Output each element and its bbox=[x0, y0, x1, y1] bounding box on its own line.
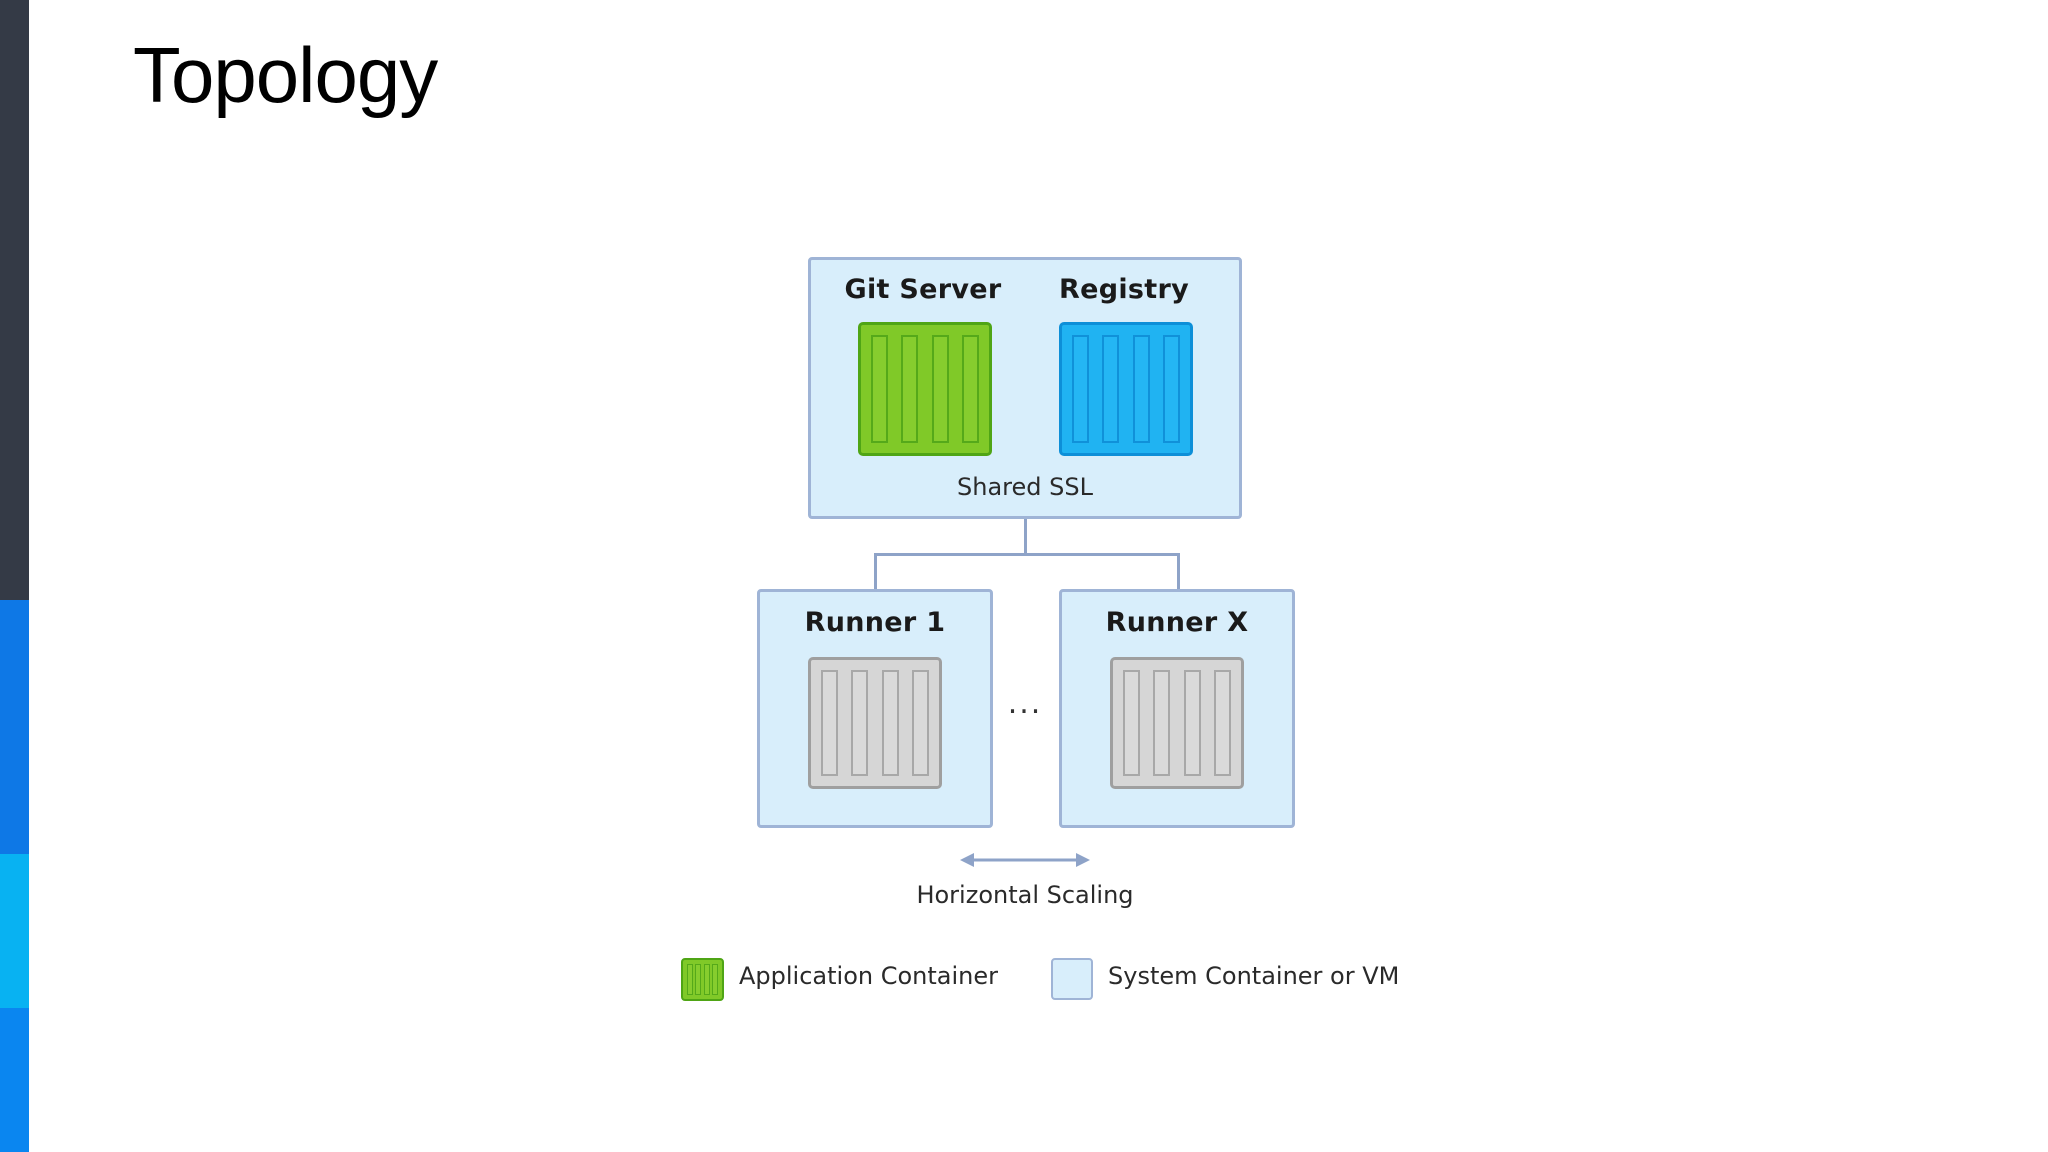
connector-crossbar bbox=[874, 553, 1180, 556]
registry-container-icon bbox=[1059, 322, 1193, 456]
container-slat bbox=[703, 964, 710, 995]
connector-runner-1 bbox=[874, 553, 877, 590]
container-slat bbox=[1183, 670, 1201, 776]
container-slat bbox=[871, 335, 888, 443]
system-container-icon bbox=[1051, 958, 1093, 1000]
container-slat bbox=[961, 335, 979, 443]
container-slat bbox=[695, 964, 702, 995]
side-accent-bar-dark bbox=[0, 0, 29, 600]
container-slat bbox=[1213, 670, 1231, 776]
container-slat bbox=[881, 670, 899, 776]
container-slat bbox=[1153, 670, 1171, 776]
side-accent-bar-blue-bottom bbox=[0, 1008, 29, 1152]
container-slat bbox=[711, 964, 718, 995]
runner-ellipsis: ... bbox=[1007, 686, 1043, 721]
legend-application-container-label: Application Container bbox=[739, 962, 999, 990]
runner-x-container-icon bbox=[1110, 657, 1244, 789]
side-accent-bar-blue bbox=[0, 600, 29, 854]
container-slat bbox=[1102, 335, 1120, 443]
horizontal-scaling-label: Horizontal Scaling bbox=[916, 881, 1134, 909]
container-slat bbox=[901, 335, 919, 443]
container-slat bbox=[1162, 335, 1180, 443]
git-server-container-icon bbox=[858, 322, 992, 456]
container-slat bbox=[1132, 335, 1150, 443]
shared-ssl-caption: Shared SSL bbox=[957, 473, 1093, 501]
container-slat bbox=[931, 335, 949, 443]
side-accent-bar-cyan bbox=[0, 854, 29, 1008]
connector-runner-x bbox=[1177, 553, 1180, 590]
runner-1-label: Runner 1 bbox=[804, 607, 946, 638]
runner-x-label: Runner X bbox=[1105, 607, 1249, 638]
git-server-label: Git Server bbox=[844, 274, 1002, 305]
page-title: Topology bbox=[133, 31, 438, 119]
legend-system-container-label: System Container or VM bbox=[1108, 962, 1400, 990]
container-slat bbox=[911, 670, 929, 776]
container-slat bbox=[851, 670, 869, 776]
registry-label: Registry bbox=[1059, 274, 1189, 305]
application-container-icon bbox=[681, 958, 724, 1001]
container-slat bbox=[687, 964, 693, 995]
horizontal-scaling-arrow-icon bbox=[960, 853, 1090, 867]
connector-trunk bbox=[1024, 519, 1027, 555]
container-slat bbox=[1072, 335, 1089, 443]
container-slat bbox=[1123, 670, 1140, 776]
container-slat bbox=[821, 670, 838, 776]
runner-1-container-icon bbox=[808, 657, 942, 789]
